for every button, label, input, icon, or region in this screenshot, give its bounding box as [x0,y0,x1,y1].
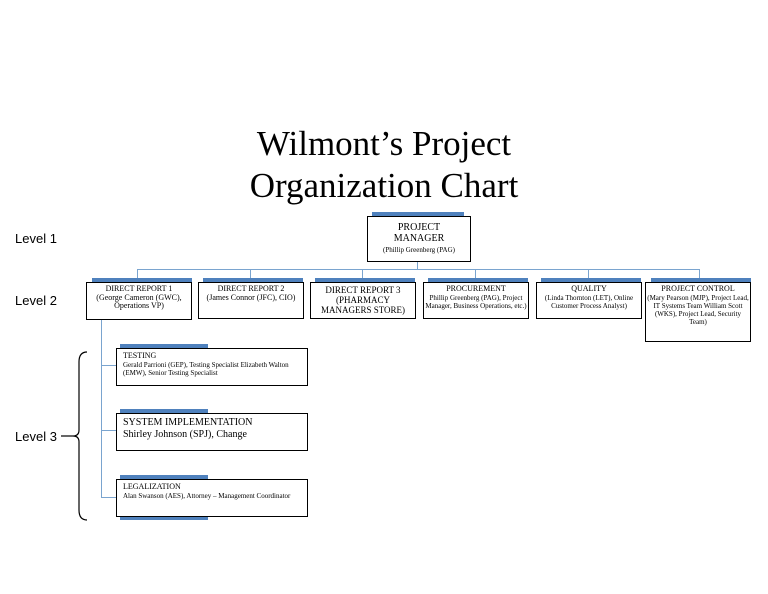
node-title: MANAGER [393,233,445,244]
chart-title-line-2: Organization Chart [249,166,519,205]
level-3-label: Level 3 [15,429,57,444]
connector-testing [101,365,116,366]
node-subtitle: Shirley Johnson (SPJ), Change [123,429,247,440]
project-manager-node: PROJECT MANAGER (Phillip Greenberg (PAG) [367,216,471,262]
node-bar [120,344,208,348]
level-2-label: Level 2 [15,293,57,308]
connector-dr3 [362,269,363,281]
project-control-node: PROJECT CONTROL (Mary Pearson (MJP), Pro… [645,282,751,342]
node-bar [372,212,464,216]
node-subtitle: (George Cameron (GWC), Operations VP) [96,292,182,310]
node-title: PROJECT CONTROL [661,284,735,293]
node-bar [92,278,192,282]
direct-report-3-node: DIRECT REPORT 3 (PHARMACY MANAGERS STORE… [310,282,416,319]
node-subtitle: Alan Swanson (AES), Attorney – Managemen… [123,491,291,500]
node-bar [541,278,641,282]
node-subtitle: (PHARMACY MANAGERS STORE) [320,295,406,315]
connector-proc [475,269,476,281]
chart-title-line-1: Wilmont’s Project [256,124,512,163]
procurement-node: PROCUREMENT Phillip Greenberg (PAG), Pro… [423,282,529,319]
node-title: QUALITY [571,284,607,293]
node-bar [315,278,415,282]
system-implementation-node: SYSTEM IMPLEMENTATION Shirley Johnson (S… [116,413,308,451]
node-bar [203,278,303,282]
node-bar [428,278,528,282]
connector-legalization [101,497,116,498]
quality-node: QUALITY (Linda Thornton (LET), Online Cu… [536,282,642,319]
connector-level-3-vertical [101,320,102,498]
node-subtitle: (Mary Pearson (MJP), Project Lead, IT Sy… [647,293,749,326]
node-title: DIRECT REPORT 1 [105,284,173,293]
node-bar [120,475,208,479]
node-title: PROCUREMENT [446,284,506,293]
level-3-brace-icon [61,351,88,521]
node-title: DIRECT REPORT 2 [217,284,285,293]
connector-system-implementation [101,430,116,431]
connector-qual [588,269,589,281]
node-subtitle: (Linda Thornton (LET), Online Customer P… [544,293,634,310]
direct-report-1-node: DIRECT REPORT 1 (George Cameron (GWC), O… [86,282,192,320]
legalization-node: LEGALIZATION Alan Swanson (AES), Attorne… [116,479,308,517]
node-title: LEGALIZATION [123,482,181,491]
node-subtitle: (James Connor (JFC), CIO) [206,292,296,302]
node-bar [120,517,208,520]
node-bar [120,409,208,413]
node-title: DIRECT REPORT 3 [325,285,401,295]
node-title: SYSTEM IMPLEMENTATION [123,417,253,428]
node-subtitle: (Phillip Greenberg (PAG) [383,246,455,254]
level-1-label: Level 1 [15,231,57,246]
connector-dr2 [250,269,251,281]
node-title: TESTING [123,351,157,360]
direct-report-2-node: DIRECT REPORT 2 (James Connor (JFC), CIO… [198,282,304,319]
node-subtitle: Gerald Parrioni (GEP), Testing Specialis… [123,360,289,377]
connector-horizontal-bus [137,269,700,270]
node-bar [651,278,751,282]
node-title: PROJECT [397,222,441,233]
connector-dr1 [137,269,138,281]
testing-node: TESTING Gerald Parrioni (GEP), Testing S… [116,348,308,386]
connector-pc [699,269,700,281]
connector-pm-down [417,262,418,270]
node-subtitle: Phillip Greenberg (PAG), Project Manager… [425,293,527,310]
